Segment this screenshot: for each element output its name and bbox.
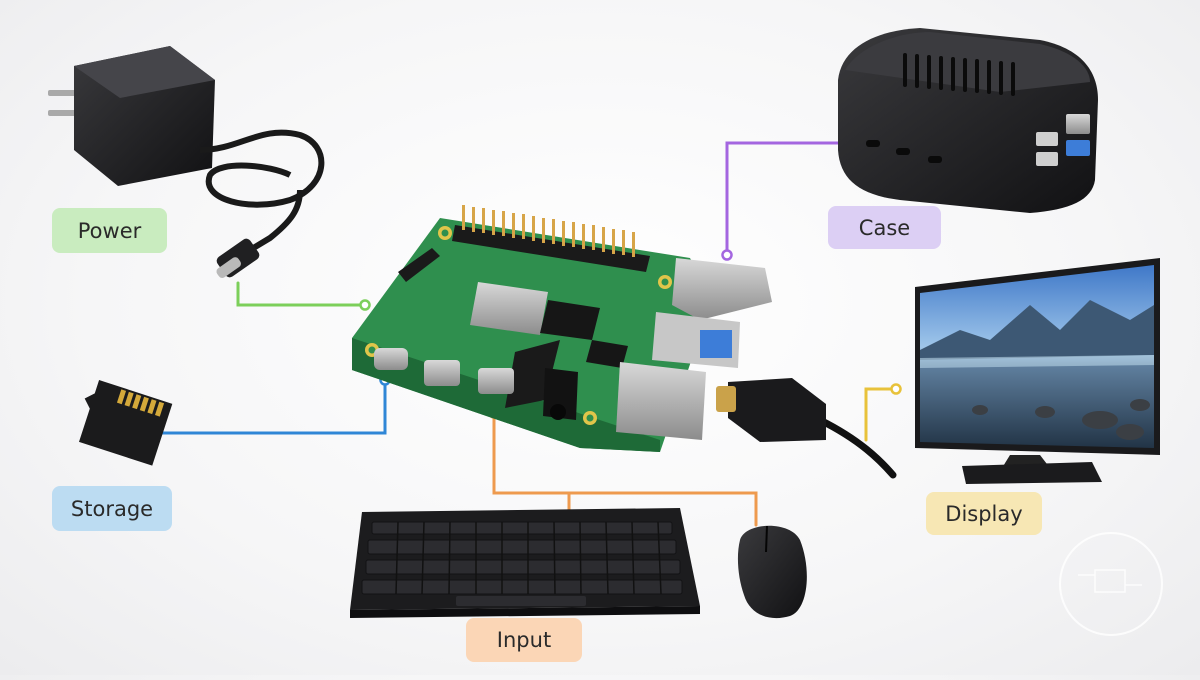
usb-c-port	[374, 348, 408, 370]
case-connector-line	[725, 141, 842, 257]
case-connector-dot	[721, 249, 733, 261]
power-connector-line	[236, 281, 367, 307]
input-connector-line	[492, 411, 758, 527]
storage-connector-line	[158, 381, 387, 435]
micro-hdmi-port-1	[424, 360, 460, 386]
gpio-header	[452, 205, 650, 272]
mouse	[737, 525, 807, 619]
microsd-card	[78, 380, 173, 466]
power-label: Power	[52, 208, 167, 253]
display-connector-line	[864, 387, 898, 442]
usb2-ports	[616, 362, 706, 440]
display-label: Display	[926, 492, 1042, 535]
raspberry-pi-board	[352, 205, 772, 452]
usb-c-power-adapter	[48, 46, 325, 278]
display-connector-dot	[890, 383, 902, 395]
keyboard	[350, 508, 700, 618]
watermark-badge	[1059, 532, 1163, 636]
input-label: Input	[466, 618, 582, 662]
hdmi-cable	[716, 378, 897, 479]
ethernet-port	[672, 258, 772, 320]
power-connector-dot	[359, 299, 371, 311]
case-label: Case	[828, 206, 941, 249]
monitor	[915, 258, 1160, 484]
black-case	[838, 28, 1098, 213]
micro-hdmi-port-2	[478, 368, 514, 394]
storage-label: Storage	[52, 486, 172, 531]
